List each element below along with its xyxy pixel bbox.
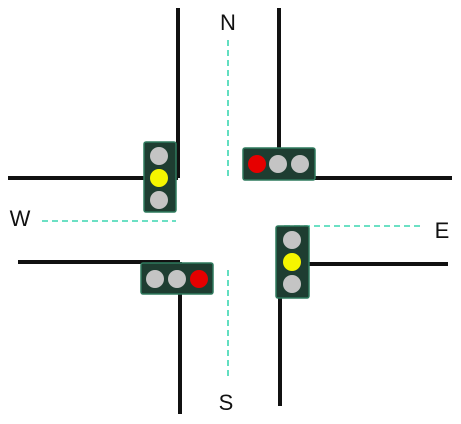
traffic-signal-north-west — [143, 141, 177, 213]
signal-lamp-off — [146, 270, 164, 288]
signal-lamp-off — [150, 191, 168, 209]
signal-lamp-yellow — [150, 169, 168, 187]
signal-lamp-off — [150, 147, 168, 165]
signal-lamp-off — [283, 231, 301, 249]
signal-lamp-off — [291, 155, 309, 173]
traffic-signal-north-east — [242, 147, 316, 181]
signal-lamp-yellow — [283, 253, 301, 271]
compass-east-label: E — [435, 218, 450, 243]
road-edges — [8, 8, 452, 414]
signal-lamp-red — [248, 155, 266, 173]
signal-lamp-red — [190, 270, 208, 288]
signal-lamp-off — [168, 270, 186, 288]
compass-west-label: W — [10, 206, 31, 231]
compass-south-label: S — [219, 390, 234, 415]
compass-north-label: N — [220, 10, 236, 35]
traffic-signal-south-east — [275, 225, 310, 299]
traffic-signal-south-west — [140, 262, 214, 295]
signal-lamp-off — [283, 275, 301, 293]
lane-dividers — [42, 40, 422, 376]
signal-lamp-off — [269, 155, 287, 173]
